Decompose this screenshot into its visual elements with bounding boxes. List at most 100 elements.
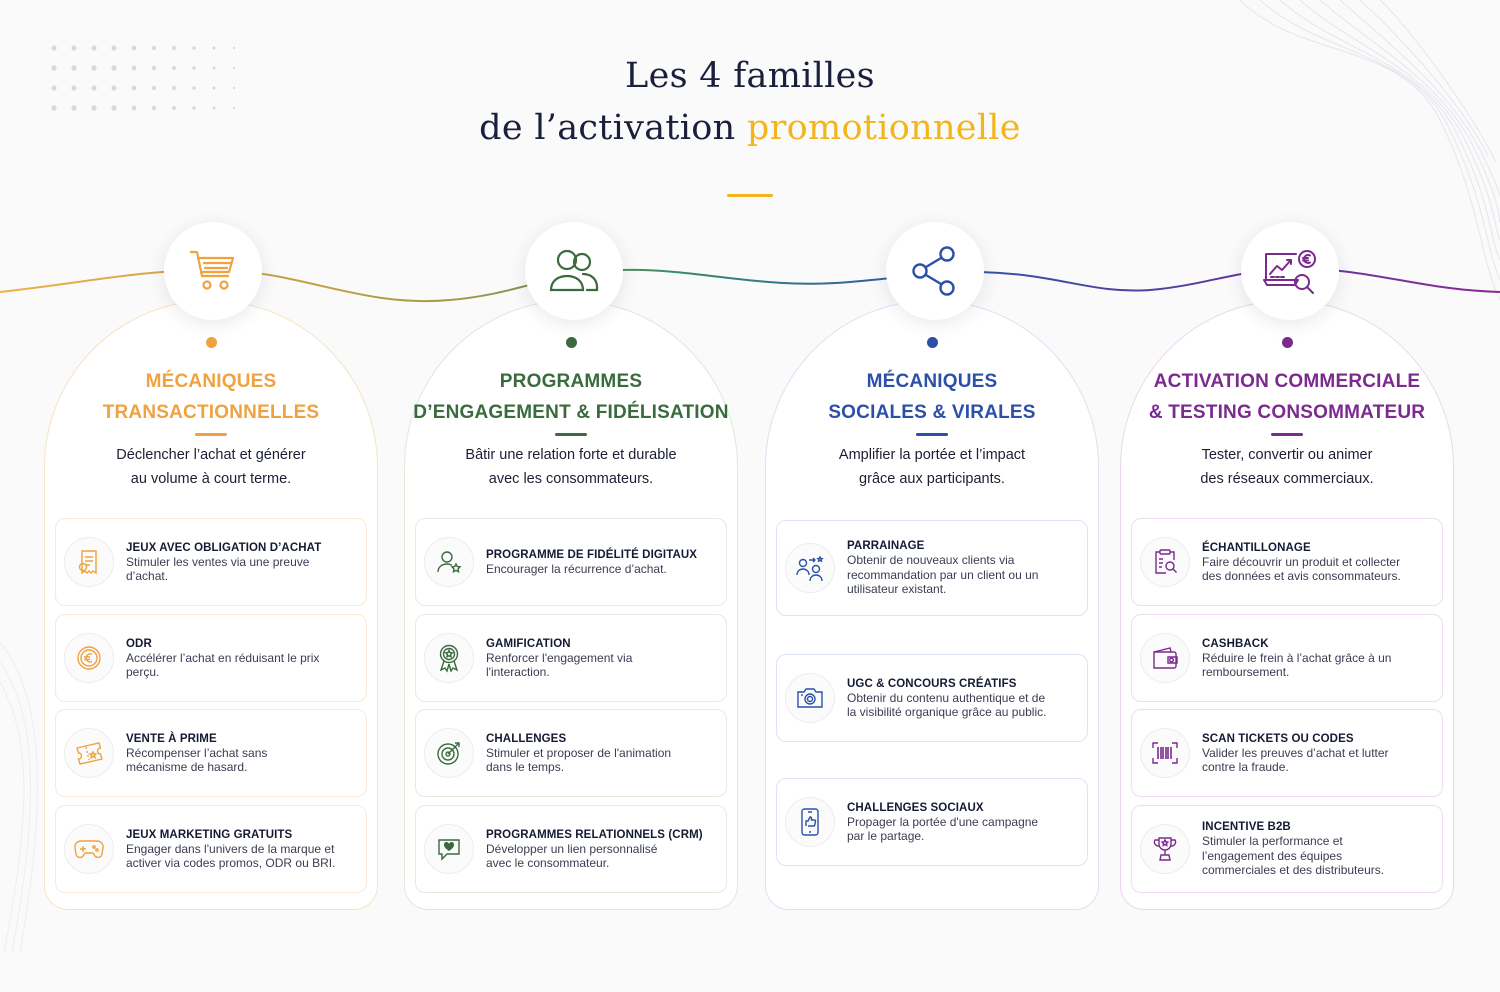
family-icon-circle-transactional	[164, 222, 262, 320]
column-underline	[555, 433, 587, 436]
card-desc-line: Propager la portée d'une campagne	[847, 814, 1039, 829]
mechanic-card: CHALLENGES Stimuler et proposer de l'ani…	[415, 709, 727, 797]
card-desc-line: Engager dans l'univers de la marque et	[126, 841, 335, 856]
column-title-line-2: TRANSACTIONNELLES	[102, 402, 320, 423]
card-desc-line: Renforcer l'engagement via	[486, 650, 633, 665]
card-desc-line: des données et avis consommateurs.	[1202, 569, 1401, 583]
card-title: SCAN TICKETS OU CODES	[1202, 732, 1354, 745]
column-subtitle-line-1: Amplifier la portée et l’impact	[838, 447, 1026, 463]
column-title-line-1: ACTIVATION COMMERCIALE	[1153, 371, 1421, 392]
card-desc-line: avec le consommateur.	[486, 856, 610, 870]
card-title: ÉCHANTILLONAGE	[1202, 541, 1311, 554]
card-desc-line: mécanisme de hasard.	[126, 760, 248, 774]
column-dot	[926, 337, 938, 348]
column-title: MÉCANIQUES TRANSACTIONNELLES	[45, 366, 377, 428]
column-title-line-2: & TESTING CONSOMMATEUR	[1148, 402, 1426, 423]
column-subtitle-line-1: Bâtir une relation forte et durable	[465, 447, 677, 463]
chat-heart-icon	[424, 824, 474, 874]
main-title: Les 4 familles de l’activation promotion…	[0, 50, 1500, 154]
column-dot	[205, 337, 217, 348]
family-column-transactional: MÉCANIQUES TRANSACTIONNELLES Déclencher …	[44, 300, 378, 910]
title-underline	[727, 194, 773, 197]
card-desc-line: la visibilité organique grâce au public.	[847, 705, 1047, 719]
title-line-1: Les 4 familles	[625, 56, 875, 96]
column-subtitle-line-1: Tester, convertir ou animer	[1201, 447, 1373, 463]
column-dot	[1281, 337, 1293, 348]
analytics-euro-icon	[1263, 250, 1316, 294]
user-star-icon	[424, 537, 474, 587]
column-subtitle-line-2: au volume à court terme.	[130, 471, 292, 487]
card-title: CASHBACK	[1202, 637, 1269, 650]
card-title: JEUX MARKETING GRATUITS	[126, 828, 293, 841]
phone-like-icon	[785, 797, 835, 847]
mechanic-card: CASHBACK Réduire le frein à l’achat grâc…	[1131, 614, 1443, 702]
card-desc-line: Stimuler la performance et	[1202, 834, 1343, 849]
family-icon-circle-social	[886, 222, 984, 320]
card-title: UGC & CONCOURS CRÉATIFS	[847, 677, 1017, 690]
card-title: GAMIFICATION	[486, 637, 571, 650]
referral-icon	[785, 543, 835, 593]
mechanic-card: ODR Accélérer l’achat en réduisant le pr…	[55, 614, 367, 702]
column-underline	[195, 433, 227, 436]
column-subtitle-line-2: grâce aux participants.	[859, 471, 1005, 487]
column-title: MÉCANIQUES SOCIALES & VIRALES	[766, 366, 1098, 428]
mechanic-card: PROGRAMMES RELATIONNELS (CRM) Développer…	[415, 805, 727, 893]
target-icon	[424, 728, 474, 778]
card-title: CHALLENGES	[486, 732, 567, 745]
mechanic-card: UGC & CONCOURS CRÉATIFS Obtenir du conte…	[776, 654, 1088, 742]
column-underline	[916, 433, 948, 436]
card-desc-line: commerciales et des distributeurs.	[1202, 863, 1385, 878]
card-desc-line: utilisateur existant.	[847, 582, 947, 597]
card-desc-line: recommandation par un client ou un	[847, 567, 1039, 582]
card-title: CHALLENGES SOCIAUX	[847, 801, 984, 814]
card-title: PROGRAMMES RELATIONNELS (CRM)	[486, 828, 703, 841]
card-desc-line: Réduire le frein à l’achat grâce à un	[1202, 650, 1392, 665]
card-title: VENTE À PRIME	[126, 732, 217, 745]
column-title: PROGRAMMES D’ENGAGEMENT & FIDÉLISATION	[405, 366, 737, 428]
card-desc-line: d’achat.	[126, 569, 169, 583]
card-desc-line: Valider les preuves d’achat et lutter	[1202, 745, 1389, 760]
column-title-line-2: SOCIALES & VIRALES	[828, 402, 1036, 423]
card-title: PROGRAMME DE FIDÉLITÉ DIGITAUX	[486, 548, 698, 561]
card-desc-line: Stimuler et proposer de l'animation	[486, 745, 672, 760]
card-desc-line: Encourager la récurrence d’achat.	[486, 561, 667, 576]
mechanic-card: VENTE À PRIME Récompenser l’achat sans m…	[55, 709, 367, 797]
column-subtitle: Tester, convertir ou animer des réseaux …	[1121, 443, 1453, 491]
card-title: PARRAINAGE	[847, 540, 925, 553]
ticket-icon	[64, 728, 114, 778]
family-column-social: MÉCANIQUES SOCIALES & VIRALES Amplifier …	[765, 300, 1099, 910]
column-title-line-2: D’ENGAGEMENT & FIDÉLISATION	[413, 402, 729, 423]
mechanic-card: PROGRAMME DE FIDÉLITÉ DIGITAUX Encourage…	[415, 518, 727, 606]
card-desc-line: Faire découvrir un produit et collecter	[1202, 554, 1401, 569]
card-desc-line: Obtenir de nouveaux clients via	[847, 553, 1015, 568]
column-subtitle: Bâtir une relation forte et durable avec…	[405, 443, 737, 491]
users-icon	[549, 249, 599, 292]
card-desc-line: l’engagement des équipes	[1202, 848, 1343, 863]
card-desc-line: contre la fraude.	[1202, 760, 1289, 774]
card-desc-line: remboursement.	[1202, 665, 1290, 679]
card-desc-line: Récompenser l’achat sans	[126, 745, 268, 760]
card-desc-line: activer via codes promos, ODR ou BRI.	[126, 856, 336, 870]
decorative-dot-grid	[51, 45, 236, 111]
column-dot	[565, 337, 577, 348]
decorative-lines-bottom-left	[0, 641, 38, 952]
euro-coin-icon	[64, 633, 114, 683]
mechanic-card: ÉCHANTILLONAGE Faire découvrir un produi…	[1131, 518, 1443, 606]
column-title-line-1: PROGRAMMES	[499, 371, 643, 392]
card-desc-line: Obtenir du contenu authentique et de	[847, 690, 1046, 705]
card-desc-line: dans le temps.	[486, 760, 565, 774]
clipboard-search-icon	[1140, 537, 1190, 587]
card-desc-line: l'interaction.	[486, 665, 550, 679]
decorative-lines-top-right	[1239, 0, 1500, 300]
mechanic-card: INCENTIVE B2B Stimuler la performance et…	[1131, 805, 1443, 893]
card-title: JEUX AVEC OBLIGATION D’ACHAT	[126, 541, 322, 554]
award-badge-icon	[424, 633, 474, 683]
mechanic-card: SCAN TICKETS OU CODES Valider les preuve…	[1131, 709, 1443, 797]
card-title: INCENTIVE B2B	[1202, 821, 1291, 834]
camera-icon	[785, 673, 835, 723]
card-desc-line: Développer un lien personnalisé	[486, 841, 658, 856]
card-desc-line: Accélérer l’achat en réduisant le prix	[126, 650, 320, 665]
column-subtitle: Amplifier la portée et l’impact grâce au…	[766, 443, 1098, 491]
family-icon-circle-commercial	[1241, 222, 1339, 320]
